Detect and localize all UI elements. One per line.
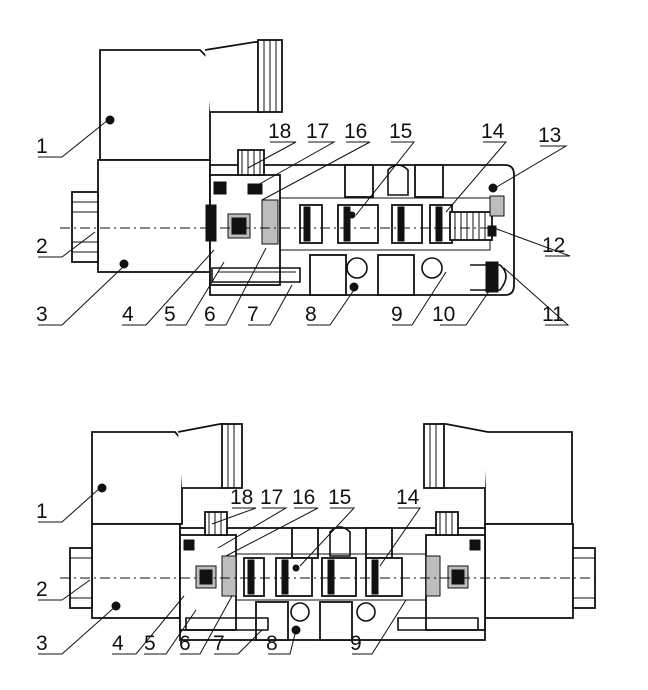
bottom-label-1: 1 [36, 500, 48, 523]
top-label-5: 5 [164, 303, 176, 326]
top-label-11: 11 [542, 303, 564, 326]
bottom-left-coil-body [91, 523, 181, 619]
top-port-a [344, 164, 374, 198]
bottom-left-coil-cover [91, 431, 183, 525]
top-label-1: 1 [36, 135, 48, 158]
bottom-leader-lines [38, 487, 421, 655]
top-valve-drawing [60, 39, 515, 296]
top-leader-lines [38, 119, 571, 326]
top-label-13: 13 [538, 124, 561, 147]
bottom-label-5: 5 [144, 632, 156, 655]
bottom-right-coil-body [484, 523, 574, 619]
top-label-6: 6 [204, 303, 216, 326]
top-label-10: 10 [432, 303, 455, 326]
bottom-label-16: 16 [292, 486, 315, 509]
bottom-label-6: 6 [179, 632, 191, 655]
top-label-14: 14 [481, 120, 505, 143]
top-connector-plug [204, 41, 263, 113]
bottom-label-14: 14 [396, 486, 420, 509]
top-coil-body [97, 159, 211, 273]
top-coil-cover [99, 49, 211, 161]
top-label-7: 7 [247, 303, 259, 326]
bottom-label-15: 15 [328, 486, 351, 509]
top-label-17: 17 [306, 120, 329, 143]
top-label-18: 18 [268, 120, 291, 143]
bottom-label-17: 17 [260, 486, 283, 509]
bottom-label-3: 3 [36, 632, 48, 655]
bottom-label-7: 7 [213, 632, 225, 655]
bottom-labels: 1 2 3 4 5 6 7 8 9 14 15 16 17 18 [36, 486, 420, 655]
bottom-right-coil-cover [484, 431, 573, 525]
bottom-label-2: 2 [36, 578, 48, 601]
top-label-16: 16 [344, 120, 367, 143]
top-label-3: 3 [36, 303, 48, 326]
top-label-2: 2 [36, 235, 48, 258]
top-label-12: 12 [542, 234, 565, 257]
top-label-9: 9 [391, 303, 403, 326]
top-labels: 1 2 3 4 5 6 7 8 9 10 11 12 13 14 15 16 1… [36, 120, 565, 326]
top-label-15: 15 [389, 120, 412, 143]
bottom-valve-drawing [60, 423, 600, 641]
bottom-label-4: 4 [112, 632, 124, 655]
bottom-label-8: 8 [266, 632, 278, 655]
top-label-8: 8 [305, 303, 317, 326]
top-manual-knob [71, 191, 99, 263]
bottom-label-18: 18 [230, 486, 253, 509]
bottom-label-9: 9 [350, 632, 362, 655]
top-label-4: 4 [122, 303, 134, 326]
top-port-b [414, 164, 444, 198]
